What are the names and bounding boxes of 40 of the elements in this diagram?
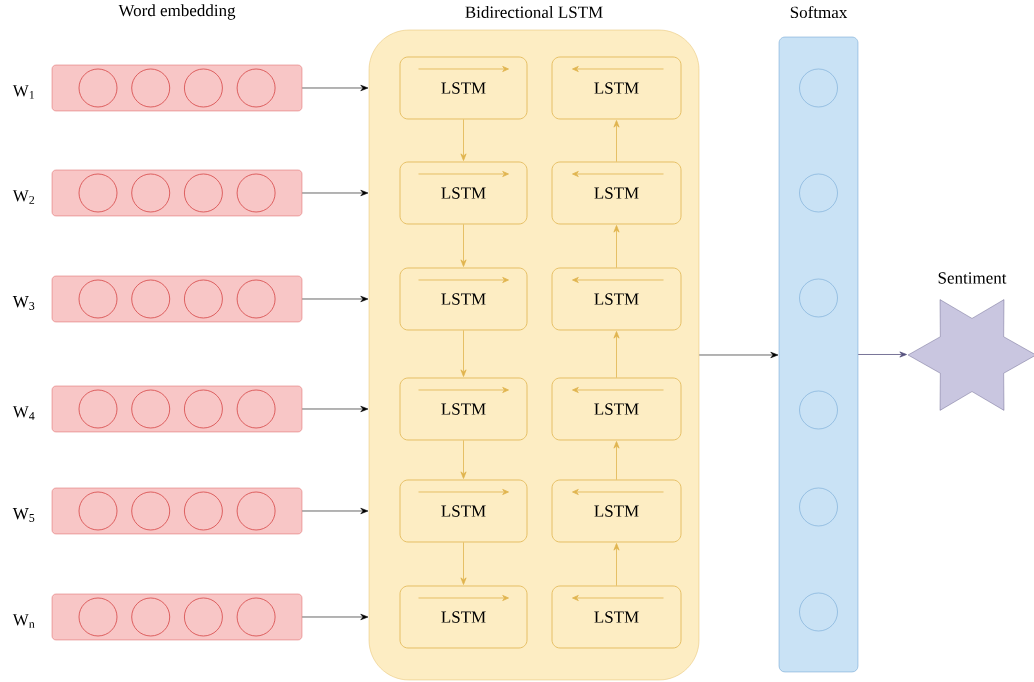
- arrow: [301, 189, 369, 197]
- lstm-box: LSTM: [399, 377, 528, 441]
- panel-heading: Bidirectional LSTM: [465, 6, 603, 18]
- lstm-box: LSTM: [399, 56, 528, 120]
- arrow: [460, 119, 467, 161]
- arrow: [613, 441, 620, 480]
- arrow: [460, 440, 467, 479]
- lstm-box: LSTM: [399, 267, 528, 331]
- lstm-box: LSTM: [551, 267, 682, 331]
- arrow: [613, 120, 620, 162]
- arrow: [613, 331, 620, 378]
- word-label: W$_{3}$: [12, 296, 35, 310]
- lstm-box: LSTM: [551, 161, 682, 225]
- arrow: [857, 351, 907, 358]
- lstm-box: LSTM: [551, 585, 682, 649]
- arrow: [301, 84, 369, 92]
- word-label: W$_{5}$: [12, 508, 35, 522]
- arrow: [301, 613, 369, 621]
- lstm-box: LSTM: [551, 56, 682, 120]
- lstm-box: LSTM: [399, 161, 528, 225]
- star-heading: Sentiment: [938, 272, 1007, 284]
- arrow: [460, 330, 467, 377]
- panel-heading: Softmax: [790, 5, 848, 19]
- lstm-box: LSTM: [399, 585, 528, 649]
- arrow: [613, 543, 620, 586]
- arrow: [301, 405, 369, 413]
- word-label: W$_{n}$: [12, 614, 35, 628]
- lstm-box: LSTM: [399, 479, 528, 543]
- lstm-box: LSTM: [551, 479, 682, 543]
- arrow: [613, 225, 620, 268]
- arrow: [460, 542, 467, 585]
- lstm-box: LSTM: [551, 377, 682, 441]
- arrow: [301, 295, 369, 303]
- arrow: [460, 224, 467, 267]
- word-label: W$_{1}$: [12, 85, 35, 99]
- word-label: W$_{2}$: [12, 190, 35, 204]
- word-label: W$_{4}$: [12, 406, 35, 420]
- arrow: [301, 507, 369, 515]
- arrow: [698, 351, 779, 359]
- column-heading: Word embedding: [118, 4, 236, 20]
